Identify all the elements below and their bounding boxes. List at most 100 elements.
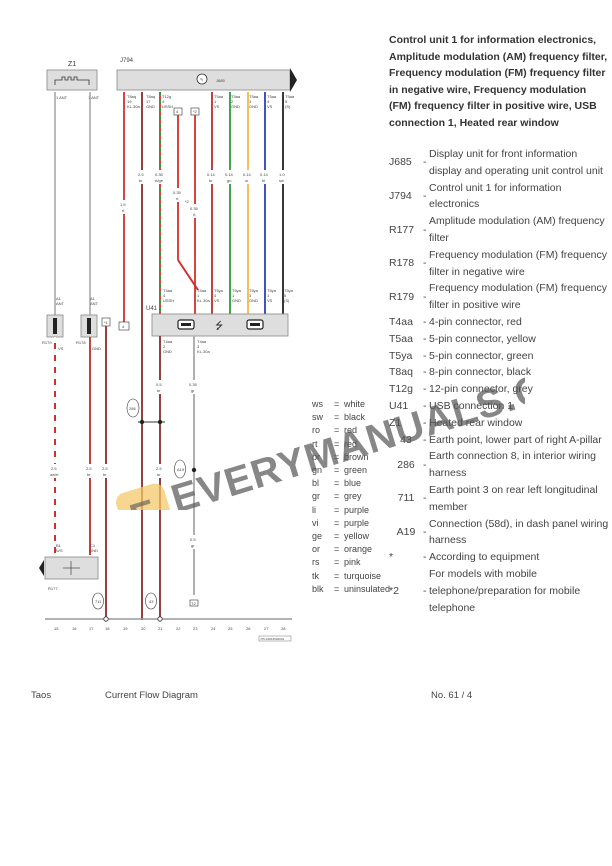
svg-text:0.14: 0.14 [225, 172, 234, 177]
legend-item: T4aa-4-pin connector, red [389, 315, 522, 328]
svg-text:2.5: 2.5 [156, 466, 162, 471]
svg-text:*1: *1 [104, 320, 109, 325]
svg-text:2.5: 2.5 [51, 466, 57, 471]
svg-text:4: 4 [163, 293, 166, 298]
j794-label: J794 [120, 58, 134, 64]
svg-text:sw: sw [279, 178, 284, 183]
footer-model: Taos [31, 690, 52, 701]
svg-text:T5ya: T5ya [267, 288, 277, 293]
svg-text:24: 24 [211, 626, 216, 631]
legend-item: J794-Control unit 1 for information elec… [389, 181, 562, 211]
svg-text:4: 4 [176, 109, 179, 114]
svg-text:0.14: 0.14 [207, 172, 216, 177]
legend-item: 711-Earth point 3 on rear left longitudi… [397, 483, 598, 513]
legend-item: A19-Connection (58d), in dash panel wiri… [396, 517, 609, 547]
svg-text:1 ANT: 1 ANT [88, 95, 100, 100]
svg-text:5: 5 [284, 293, 287, 298]
svg-text:✎: ✎ [200, 77, 203, 82]
svg-text:or: or [245, 178, 249, 183]
color-code-item: tk=turquoise [312, 570, 382, 581]
svg-text:T4aa: T4aa [197, 339, 207, 344]
svg-text:gr: gr [191, 543, 195, 548]
legend-item: *2-For models with mobile telephone/prep… [389, 567, 581, 614]
svg-text:20: 20 [141, 626, 146, 631]
footer-doc-type: Current Flow Diagram [105, 690, 198, 701]
earth-point-286 [126, 398, 140, 418]
earth-point-a19 [174, 459, 186, 479]
svg-text:4: 4 [214, 293, 217, 298]
svg-text:KL.30a: KL.30a [127, 104, 140, 109]
svg-text:15: 15 [54, 626, 59, 631]
svg-text:br: br [157, 472, 161, 477]
color-code-item: vi=purple [312, 517, 370, 528]
svg-text:286: 286 [129, 406, 136, 411]
svg-text:0.35: 0.35 [189, 382, 198, 387]
svg-text:GND: GND [249, 104, 258, 109]
color-code-item: br=brown [312, 451, 369, 462]
svg-text:T5ya: T5ya [284, 288, 294, 293]
svg-text:4: 4 [122, 324, 125, 329]
svg-text:2.5: 2.5 [86, 466, 92, 471]
svg-text:T5ya: T5ya [214, 288, 224, 293]
svg-text:br: br [87, 472, 91, 477]
svg-text:0.35: 0.35 [173, 190, 182, 195]
z1-heated-rear-window: Z1 1 ANT 1 ANT [46, 61, 100, 100]
svg-text:bl: bl [262, 178, 265, 183]
color-code-item: blk=uninsulated [312, 583, 391, 594]
svg-text:ws/rt: ws/rt [50, 472, 59, 477]
svg-text:1: 1 [267, 293, 270, 298]
svg-text:3: 3 [197, 344, 200, 349]
svg-text:(S): (S) [284, 298, 290, 303]
color-code-item: ws=white [312, 399, 366, 409]
svg-text:KL.30a: KL.30a [197, 349, 210, 354]
svg-text:0.5: 0.5 [190, 537, 196, 542]
footer-page-number: No. 61 / 4 [431, 690, 473, 701]
svg-text:KL.30a: KL.30a [197, 298, 210, 303]
svg-text:GND: GND [163, 349, 172, 354]
svg-text:J75-12812502001: J75-12812502001 [260, 637, 285, 641]
svg-text:T5ya: T5ya [249, 288, 259, 293]
svg-text:2.5: 2.5 [102, 466, 108, 471]
svg-text:USSH: USSH [163, 298, 174, 303]
color-code-item: bl=blue [312, 478, 362, 489]
svg-text:T5aa: T5aa [267, 94, 277, 99]
legend-item: R178-Frequency modulation (FM) frequency… [389, 248, 607, 278]
svg-text:(S): (S) [285, 104, 291, 109]
legend-item: R177-Amplitude modulation (AM) frequency… [389, 215, 605, 244]
svg-text:T5aa: T5aa [214, 94, 224, 99]
svg-text:43: 43 [149, 599, 154, 604]
page-title: Control unit 1 for information electroni… [389, 34, 608, 129]
color-code-item: rt=red [312, 438, 358, 449]
svg-text:VS: VS [267, 104, 273, 109]
svg-text:27: 27 [264, 626, 269, 631]
svg-text:T8aq: T8aq [127, 94, 136, 99]
svg-text:T2: T2 [191, 601, 196, 606]
legend-item: U41-USB connection 1 [389, 399, 514, 412]
color-code-item: or=orange [312, 544, 373, 555]
svg-text:1: 1 [214, 99, 217, 104]
svg-text:T4aa: T4aa [163, 288, 173, 293]
legend-item: T5aa-5-pin connector, yellow [389, 332, 536, 345]
svg-text:gn: gn [227, 178, 231, 183]
svg-text:T5aa: T5aa [285, 94, 295, 99]
earth-point-43 [145, 592, 157, 610]
svg-text:R179: R179 [42, 340, 52, 345]
svg-text:br: br [209, 178, 213, 183]
svg-text:0.5: 0.5 [156, 382, 162, 387]
svg-text:0.35: 0.35 [190, 206, 199, 211]
svg-text:1 ANT: 1 ANT [56, 95, 68, 100]
svg-text:2.5: 2.5 [138, 172, 144, 177]
svg-text:4: 4 [162, 99, 165, 104]
legend-item: T8aq-8-pin connector, black [389, 366, 532, 379]
svg-text:3: 3 [249, 99, 252, 104]
svg-text:GND: GND [231, 104, 240, 109]
svg-text:T5ya: T5ya [232, 288, 242, 293]
svg-text:16: 16 [72, 626, 77, 631]
svg-text:ANT: ANT [90, 301, 99, 306]
svg-text:rt: rt [122, 208, 125, 213]
svg-text:USSH: USSH [162, 104, 173, 109]
svg-text:T5aa: T5aa [231, 94, 241, 99]
svg-text:23: 23 [193, 626, 198, 631]
